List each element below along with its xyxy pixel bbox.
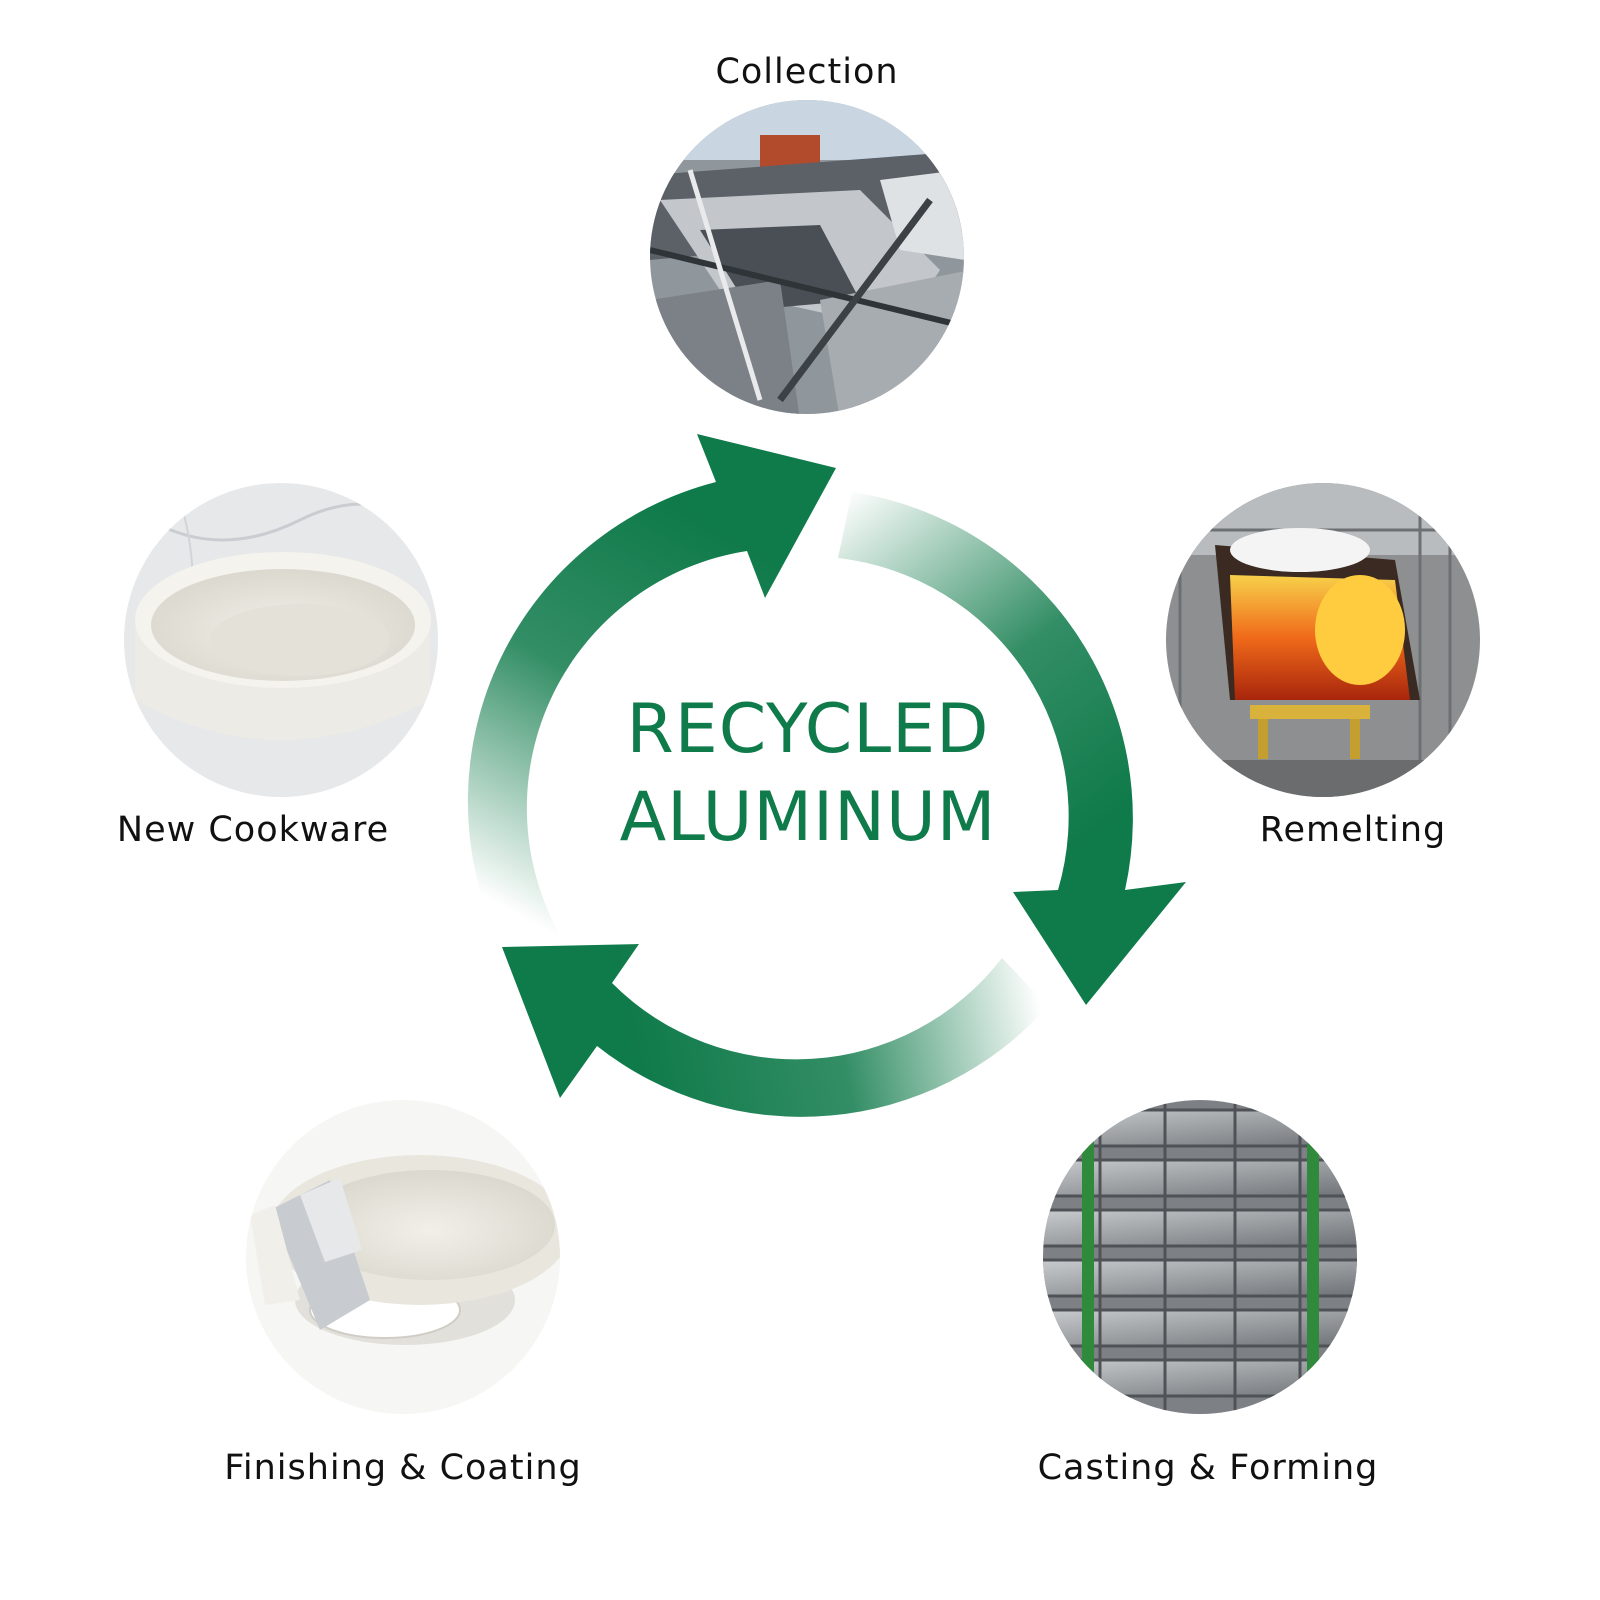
cycle-arrow-down — [838, 492, 1186, 1005]
new-cookware-photo — [124, 483, 438, 797]
finishing-photo — [246, 1100, 560, 1414]
center-title-line2: ALUMINUM — [619, 778, 997, 857]
collection-photo — [650, 100, 964, 414]
cycle-arrow-left — [502, 944, 1048, 1117]
remelting-photo — [1166, 483, 1480, 797]
step-label-remelting: Remelting — [1259, 810, 1447, 850]
step-label-collection: Collection — [715, 52, 899, 92]
cycle-arrow-up — [467, 434, 836, 935]
step-label-finishing-coating: Finishing & Coating — [224, 1448, 582, 1488]
step-label-new-cookware: New Cookware — [116, 810, 390, 850]
casting-photo — [1043, 1100, 1357, 1414]
step-label-casting-forming: Casting & Forming — [1037, 1448, 1379, 1488]
center-title-line1: RECYCLED — [626, 690, 990, 769]
